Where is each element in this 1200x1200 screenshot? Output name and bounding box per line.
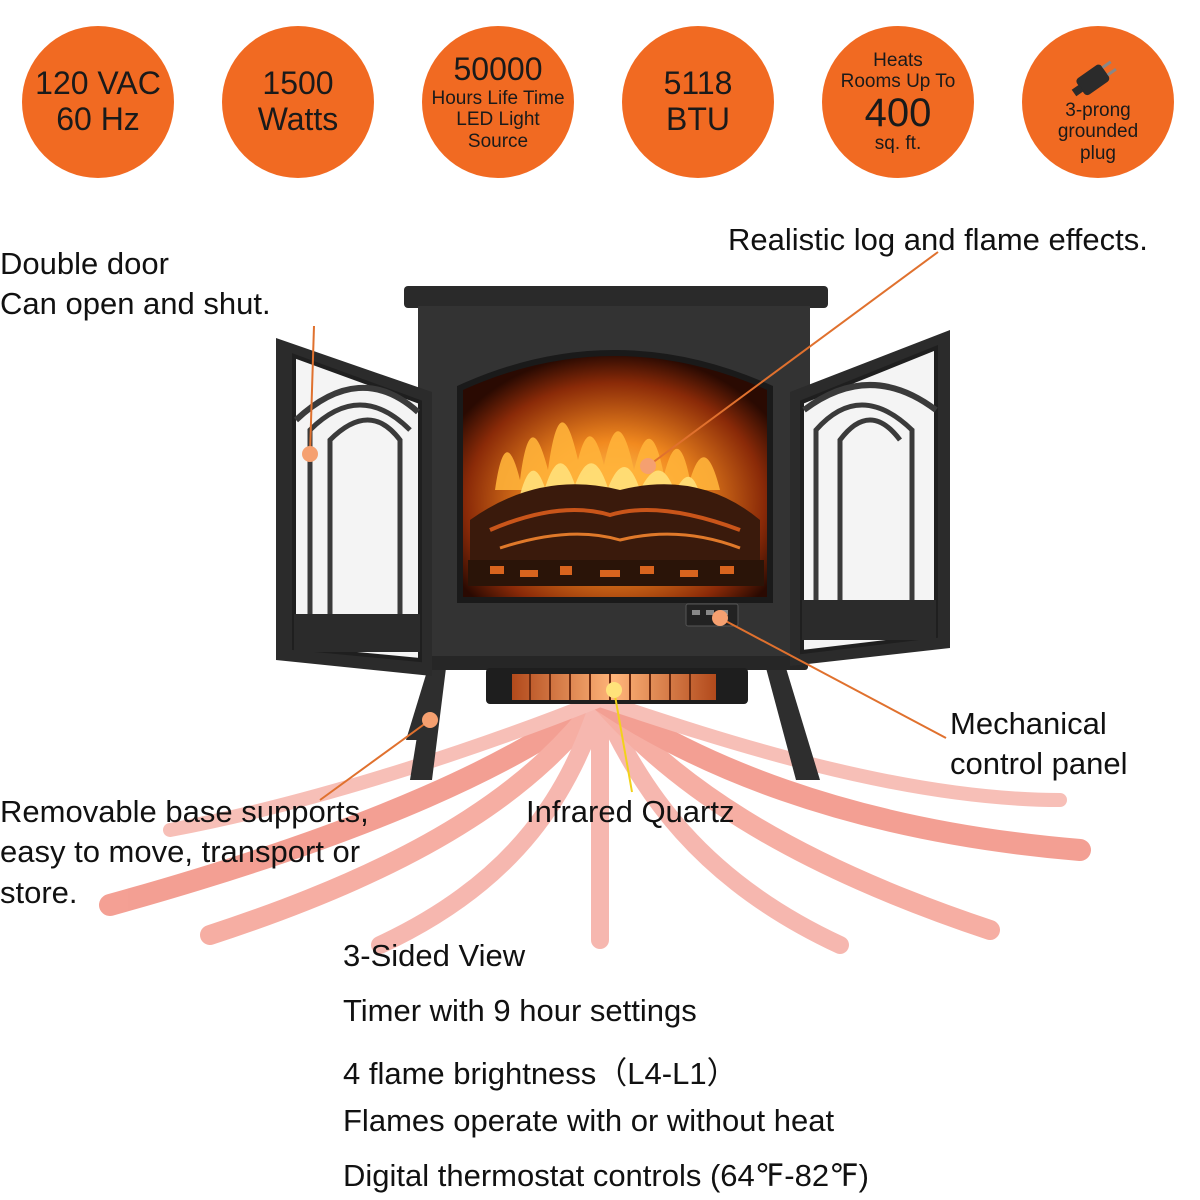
left-door <box>276 338 432 676</box>
badge-led-line4: Source <box>467 130 529 152</box>
badge-rooms: Heats Rooms Up To 400 sq. ft. <box>822 26 974 178</box>
badge-btu: 5118 BTU <box>622 26 774 178</box>
top-plate <box>404 286 828 308</box>
badge-led: 50000 Hours Life Time LED Light Source <box>422 26 574 178</box>
callout-lines <box>309 251 947 801</box>
right-door <box>790 330 950 666</box>
badge-led-line3: LED Light <box>456 109 540 131</box>
callout-doors: Double door Can open and shut. <box>0 244 271 325</box>
feature-item: 3-Sided View <box>343 938 526 973</box>
badge-voltage-line2: 60 Hz <box>56 101 140 137</box>
callout-quartz: Infrared Quartz <box>526 794 735 829</box>
callout-base-line1: Removable base supports, <box>0 794 369 829</box>
callout-base-line3: store. <box>0 874 78 910</box>
badge-led-line1: 50000 <box>453 51 543 88</box>
feature-item: Digital thermostat controls (64℉-82℉) <box>343 1158 869 1193</box>
badge-plug: 3-prong grounded plug <box>1022 26 1174 178</box>
badge-btu-line2: BTU <box>666 101 730 137</box>
callout-doors-line2: Can open and shut. <box>0 286 271 322</box>
callout-panel-line1: Mechanical <box>950 706 1107 741</box>
callout-doors-line1: Double door <box>0 246 169 281</box>
callout-panel: Mechanical control panel <box>950 704 1128 785</box>
plug-icon <box>1071 60 1117 97</box>
badge-voltage: 120 VAC 60 Hz <box>22 26 174 178</box>
feature-item: Flames operate with or without heat <box>343 1103 835 1138</box>
badge-rooms-line2: Rooms Up To <box>840 71 956 93</box>
badge-rooms-line3: 400 <box>864 90 932 135</box>
callout-dots <box>302 446 728 728</box>
badge-plug-line2: grounded <box>1057 121 1139 143</box>
callout-panel-line2: control panel <box>950 746 1128 782</box>
badge-power: 1500 Watts <box>222 26 374 178</box>
heat-waves <box>99 689 1091 954</box>
badge-power-line1: 1500 <box>262 65 334 102</box>
feature-item: 4 flame brightness（L4-L1） <box>343 1056 738 1091</box>
callout-flames: Realistic log and flame effects. <box>728 222 1148 257</box>
logs <box>468 484 764 586</box>
badge-btu-line1: 5118 <box>663 65 733 102</box>
badge-rooms-line4: sq. ft. <box>874 132 922 154</box>
callout-base: Removable base supports, easy to move, t… <box>0 792 369 913</box>
badge-power-line2: Watts <box>257 101 339 137</box>
base-plate <box>404 652 808 670</box>
badge-plug-line3: plug <box>1080 142 1116 164</box>
feature-item: Timer with 9 hour settings <box>343 993 697 1028</box>
badge-voltage-line1: 120 VAC <box>35 65 161 102</box>
badge-plug-line1: 3-prong <box>1065 100 1131 122</box>
badge-rooms-line1: Heats <box>873 50 923 72</box>
right-leg <box>766 668 820 780</box>
badge-led-line2: Hours Life Time <box>431 88 565 110</box>
callout-base-line2: easy to move, transport or <box>0 834 361 870</box>
